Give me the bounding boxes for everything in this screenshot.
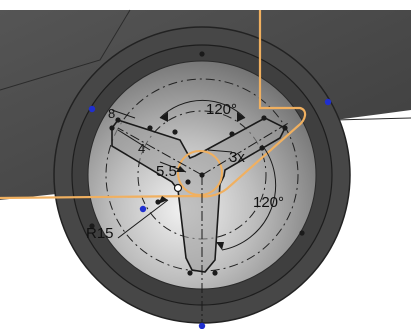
pattern-count-label[interactable]: 3x (229, 149, 245, 166)
dimension-4[interactable]: 4 (138, 141, 145, 156)
radius-dimension[interactable]: R15 (86, 225, 114, 242)
construction-circle-pitch[interactable] (105, 78, 299, 272)
angle-dimension-top[interactable]: 120° (206, 101, 237, 118)
highlighted-center-circle[interactable] (177, 150, 223, 196)
sketch-points[interactable] (89, 51, 305, 276)
angle-dimension-right[interactable]: 120° (253, 194, 284, 211)
highlighted-edge[interactable] (0, 10, 307, 200)
constraint-points[interactable] (88, 98, 332, 329)
width-dimension[interactable]: 5.5 (156, 163, 177, 180)
dimension-geometry (111, 99, 277, 251)
dimension-8[interactable]: 8 (108, 106, 115, 121)
selected-point[interactable] (173, 183, 183, 193)
center-lines (117, 121, 291, 329)
